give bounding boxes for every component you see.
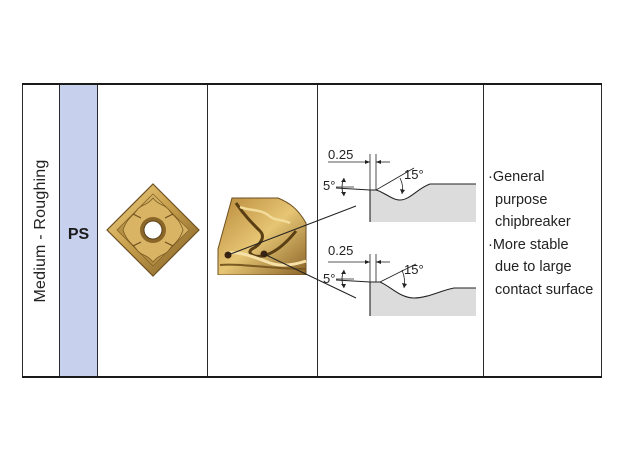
profile-bottom-width-label: 0.25 — [328, 243, 354, 258]
description-line: contact surface — [495, 281, 594, 298]
category-cell — [23, 85, 59, 376]
column-divider — [22, 85, 23, 376]
column-divider — [483, 85, 484, 376]
insert-closeup-image — [217, 197, 307, 275]
description-line: due to large — [495, 259, 572, 275]
profile-bottom-rake-angle-label: 15° — [404, 262, 424, 277]
profile-top-diagram — [328, 154, 476, 222]
column-divider — [97, 85, 98, 376]
insert-top-view-image — [106, 183, 200, 277]
profile-bottom-land-angle-label: 5° — [323, 271, 336, 286]
code-cell — [60, 85, 97, 376]
chipbreaker-description: ·General purpose chipbreaker ·More stabl… — [488, 166, 600, 301]
table-bottom-rule — [22, 376, 602, 378]
column-divider — [207, 85, 208, 376]
chipbreaker-code: PS — [67, 226, 90, 243]
column-divider — [601, 85, 602, 376]
profile-top-width-label: 0.25 — [328, 147, 354, 162]
table-top-rule — [22, 83, 602, 85]
description-line: chipbreaker — [495, 214, 571, 230]
profile-top-rake-angle-label: 15° — [404, 167, 424, 182]
column-divider — [317, 85, 318, 376]
description-line: ·More stable — [488, 236, 569, 253]
column-divider — [59, 85, 60, 376]
profile-bottom-diagram — [328, 254, 476, 316]
description-line: ·General — [488, 169, 545, 185]
description-line: purpose — [495, 191, 548, 208]
profile-top-land-angle-label: 5° — [323, 178, 336, 193]
